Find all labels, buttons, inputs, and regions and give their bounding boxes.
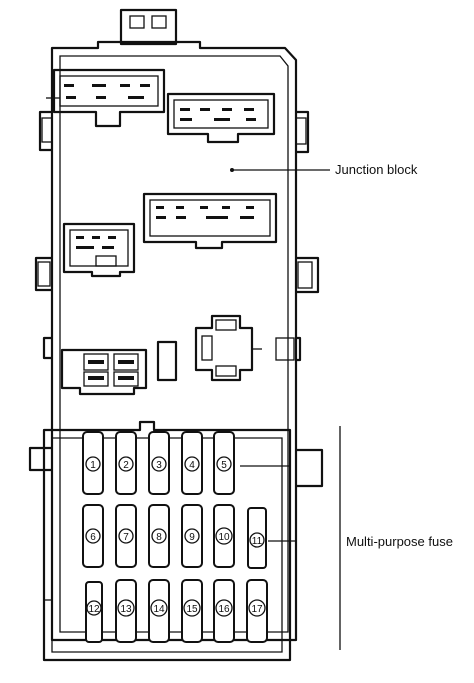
junction-block-label: Junction block	[335, 162, 418, 177]
fuse-number: 6	[90, 532, 96, 543]
fuse-panel	[42, 420, 292, 662]
junction-block-leader	[230, 168, 330, 172]
fuse-number: 15	[186, 604, 198, 615]
fuse-number: 11	[252, 536, 263, 547]
fuse-3[interactable]: 3	[148, 431, 170, 495]
fuse-number: 14	[153, 604, 165, 615]
fuse-13[interactable]: 13	[115, 579, 137, 643]
fuse-17[interactable]: 17	[246, 579, 268, 643]
fuse-row-1: 1 2 3 4 5	[82, 431, 235, 495]
fuse-10[interactable]: 10	[213, 504, 235, 568]
connector-a	[52, 68, 166, 128]
fuse-number: 4	[189, 460, 195, 471]
fuse-number: 8	[156, 532, 162, 543]
fuse-number: 1	[90, 460, 96, 471]
relay-block	[60, 340, 178, 396]
relay-socket	[194, 314, 262, 382]
fuse-row-2: 6 7 8 9 10 11	[82, 504, 267, 569]
connector-d	[62, 222, 136, 278]
fuse-number: 9	[189, 532, 195, 543]
fuse-number: 17	[251, 604, 263, 615]
top-mounting-tab	[119, 8, 178, 46]
fuse-1[interactable]: 1	[82, 431, 104, 495]
fuse-number: 7	[123, 532, 129, 543]
fuse-number: 12	[88, 604, 100, 615]
fuse-16[interactable]: 16	[213, 579, 235, 643]
multi-purpose-fuse-label: Multi-purpose fuse	[346, 534, 453, 549]
fuse-number: 3	[156, 460, 162, 471]
fuse-5[interactable]: 5	[213, 431, 235, 495]
fuse-12[interactable]: 12	[85, 581, 103, 643]
fuse-14[interactable]: 14	[148, 579, 170, 643]
fuse-4[interactable]: 4	[181, 431, 203, 495]
fuse-6[interactable]: 6	[82, 504, 104, 568]
fuse-11[interactable]: 11	[247, 507, 267, 569]
connector-b	[166, 92, 276, 144]
fuse-number: 13	[120, 604, 132, 615]
fuse-2[interactable]: 2	[115, 431, 137, 495]
connector-c	[142, 192, 278, 250]
fuse-7[interactable]: 7	[115, 504, 137, 568]
fuse-8[interactable]: 8	[148, 504, 170, 568]
fuse-15[interactable]: 15	[181, 579, 203, 643]
fuse-number: 16	[218, 604, 230, 615]
fuse-number: 2	[123, 460, 129, 471]
fuse-row-3: 12 13 14 15 16 17	[85, 579, 268, 643]
fuse-number: 10	[218, 532, 230, 543]
multi-purpose-fuse-bracket	[240, 426, 341, 650]
fuse-9[interactable]: 9	[181, 504, 203, 568]
side-clips	[28, 110, 324, 488]
fuse-number: 5	[221, 460, 227, 471]
